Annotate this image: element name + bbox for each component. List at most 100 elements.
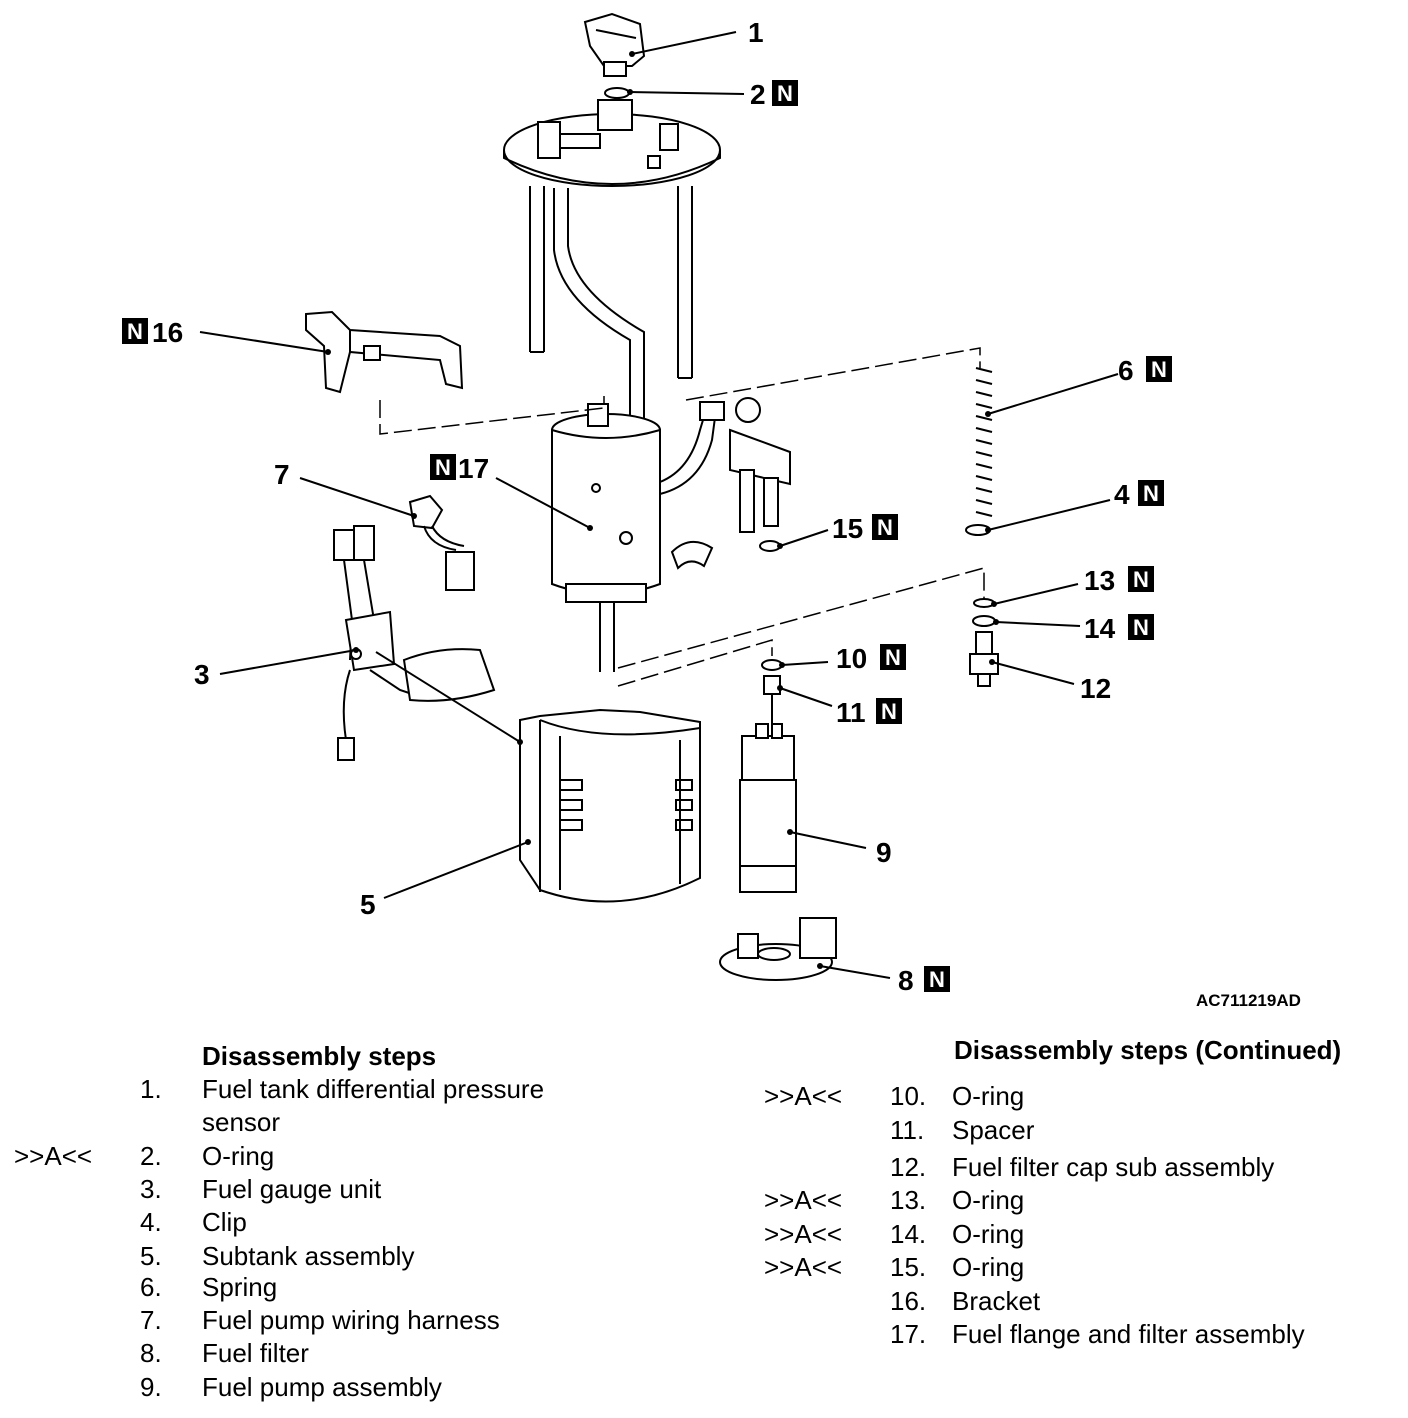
steps-right: Disassembly steps (Continued) >>A<< 10. … <box>700 1034 1400 1364</box>
part-bracket <box>305 310 464 394</box>
part-fuel-pump-wiring-harness <box>408 494 475 591</box>
callout-12: 12 <box>1080 673 1111 704</box>
callout-1: 1 <box>748 17 764 48</box>
step-number: 17. <box>890 1319 927 1349</box>
step-number: 14. <box>890 1219 927 1249</box>
step-number: 3. <box>140 1174 162 1204</box>
svg-text:N: N <box>881 699 897 724</box>
step-number: 11. <box>890 1115 925 1145</box>
step-name: O-ring <box>952 1185 1025 1215</box>
steps-left: Disassembly steps 1. Fuel tank different… <box>0 1040 700 1410</box>
alignment-line-16 <box>379 396 605 435</box>
svg-text:16: 16 <box>152 317 183 348</box>
svg-text:4: 4 <box>1114 479 1130 510</box>
step-number: 12. <box>890 1152 927 1182</box>
svg-text:3: 3 <box>194 659 210 690</box>
svg-text:7: 7 <box>274 459 290 490</box>
part-spring <box>975 367 993 517</box>
step-number: 1. <box>140 1074 162 1104</box>
step-name: Subtank assembly <box>202 1241 415 1271</box>
step-mark: >>A<< <box>14 1141 93 1171</box>
svg-text:N: N <box>1151 357 1167 382</box>
step-name: Bracket <box>952 1286 1041 1316</box>
step-name: O-ring <box>952 1219 1025 1249</box>
svg-text:N: N <box>127 319 143 344</box>
step-number: 9. <box>140 1372 162 1402</box>
step-number: 15. <box>890 1252 927 1282</box>
step-number: 4. <box>140 1207 162 1237</box>
callout-17: N 17 <box>430 453 489 484</box>
callout-8: 8 N <box>898 965 950 996</box>
step-number: 16. <box>890 1286 927 1316</box>
callout-5: 5 <box>360 889 376 920</box>
svg-text:N: N <box>929 967 945 992</box>
step-name: Fuel tank differential pressure <box>202 1074 545 1104</box>
svg-text:15: 15 <box>832 513 863 544</box>
step-name: Fuel pump assembly <box>202 1372 442 1402</box>
callout-13: 13 N <box>1084 565 1154 596</box>
callout-3: 3 <box>194 659 210 690</box>
callout-11: 11 N <box>836 697 902 728</box>
steps-right-heading: Disassembly steps (Continued) <box>954 1035 1342 1065</box>
step-name: Fuel filter <box>202 1338 309 1368</box>
svg-text:1: 1 <box>748 17 764 48</box>
alignment-line-12 <box>617 567 985 669</box>
svg-text:8: 8 <box>898 965 914 996</box>
svg-text:11: 11 <box>836 697 866 728</box>
svg-text:N: N <box>435 455 451 480</box>
step-name: O-ring <box>202 1141 275 1171</box>
part-fuel-pump <box>739 723 797 893</box>
part-spacer <box>763 675 781 695</box>
callout-4: 4 N <box>1114 479 1164 510</box>
step-name: Spring <box>202 1272 278 1302</box>
callout-10: 10 N <box>836 643 906 674</box>
step-name: Spacer <box>952 1115 1035 1145</box>
svg-text:N: N <box>885 645 901 670</box>
step-mark: >>A<< <box>764 1185 843 1215</box>
svg-text:N: N <box>1133 615 1149 640</box>
step-name: O-ring <box>952 1081 1025 1111</box>
svg-text:N: N <box>877 515 893 540</box>
svg-text:10: 10 <box>836 643 867 674</box>
step-number: 10. <box>890 1081 927 1111</box>
step-number: 8. <box>140 1338 162 1368</box>
step-number: 5. <box>140 1241 162 1271</box>
svg-text:N: N <box>1133 567 1149 592</box>
part-fuel-flange-filter <box>503 99 791 672</box>
exploded-view-diagram: 1 2 N N 16 6 N 7 N 17 4 N 15 N 13 N 14 <box>122 12 1301 1010</box>
callout-15: 15 N <box>832 513 898 544</box>
part-subtank <box>519 708 701 903</box>
step-name: Fuel gauge unit <box>202 1174 382 1204</box>
part-fuel-filter <box>719 917 837 981</box>
part-fuel-filter-cap <box>969 631 999 687</box>
callout-7: 7 <box>274 459 290 490</box>
step-name: Clip <box>202 1207 247 1237</box>
part-o-ring-14 <box>972 615 996 627</box>
step-number: 6. <box>140 1272 162 1302</box>
step-mark: >>A<< <box>764 1219 843 1249</box>
svg-text:9: 9 <box>876 837 892 868</box>
step-name: Fuel pump wiring harness <box>202 1305 500 1335</box>
step-number: 2. <box>140 1141 162 1171</box>
svg-text:2: 2 <box>750 79 766 110</box>
steps-left-heading: Disassembly steps <box>202 1041 437 1071</box>
step-mark: >>A<< <box>764 1252 843 1282</box>
part-o-ring-13 <box>973 598 995 608</box>
svg-text:6: 6 <box>1118 355 1134 386</box>
step-number: 13. <box>890 1185 927 1215</box>
step-name: Fuel flange and filter assembly <box>952 1319 1305 1349</box>
leader-lines <box>199 31 1119 979</box>
step-name: O-ring <box>952 1252 1025 1282</box>
svg-text:14: 14 <box>1084 613 1116 644</box>
callout-2: 2 N <box>750 79 798 110</box>
svg-text:12: 12 <box>1080 673 1111 704</box>
step-mark: >>A<< <box>764 1081 843 1111</box>
step-number: 7. <box>140 1305 162 1335</box>
svg-text:N: N <box>1143 481 1159 506</box>
svg-text:N: N <box>777 81 793 106</box>
alignment-line-10 <box>617 638 773 687</box>
step-name: Fuel filter cap sub assembly <box>952 1152 1275 1182</box>
part-o-ring-2 <box>604 87 630 99</box>
svg-text:17: 17 <box>458 453 489 484</box>
alignment-line-6 <box>685 347 981 401</box>
